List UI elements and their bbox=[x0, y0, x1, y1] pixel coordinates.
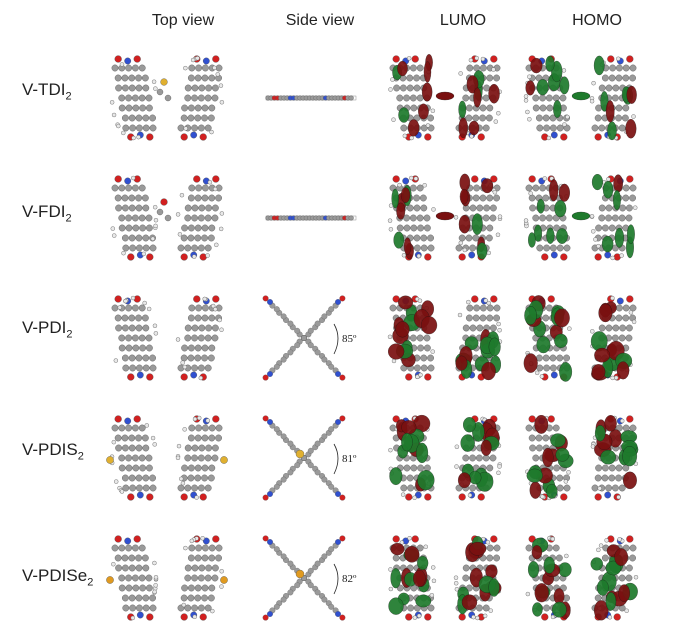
row-label-v-pdi2: V-PDI2 bbox=[22, 318, 73, 341]
side-view-rendering: 85º bbox=[262, 295, 357, 381]
homo-rendering bbox=[523, 295, 637, 382]
molecule-homo-v-fdi2 bbox=[510, 160, 650, 278]
molecule-side-view-v-pdise2: 82º bbox=[238, 520, 378, 638]
homo-rendering bbox=[523, 55, 637, 141]
top-view-rendering bbox=[111, 295, 224, 381]
dihedral-angle-label: 81º bbox=[342, 453, 357, 465]
row-label-v-pdise2: V-PDISe2 bbox=[22, 566, 94, 589]
molecule-lumo-v-tdi2 bbox=[374, 40, 514, 158]
side-view-rendering: 81º bbox=[262, 415, 357, 501]
dihedral-angle-label: 82º bbox=[342, 573, 357, 585]
dihedral-angle-arc bbox=[333, 323, 339, 355]
dihedral-angle-arc bbox=[333, 443, 339, 475]
homo-rendering bbox=[525, 535, 639, 621]
molecule-top-view-v-pdis2 bbox=[96, 400, 236, 518]
molecule-lumo-v-pdis2 bbox=[374, 400, 514, 518]
homo-rendering bbox=[523, 174, 638, 261]
lumo-rendering bbox=[388, 535, 502, 621]
side-view-rendering bbox=[265, 95, 357, 101]
molecule-top-view-v-tdi2 bbox=[96, 40, 236, 158]
row-label-v-tdi2: V-TDI2 bbox=[22, 80, 72, 103]
molecule-side-view-v-tdi2 bbox=[238, 40, 378, 158]
molecule-lumo-v-pdise2 bbox=[374, 520, 514, 638]
molecule-top-view-v-pdise2 bbox=[96, 520, 236, 638]
homo-rendering bbox=[525, 415, 639, 501]
molecule-homo-v-pdise2 bbox=[510, 520, 650, 638]
molecule-side-view-v-pdi2: 85º bbox=[238, 280, 378, 398]
molecule-lumo-v-fdi2 bbox=[374, 160, 514, 278]
header-side-view: Side view bbox=[285, 12, 355, 29]
top-view-rendering bbox=[106, 535, 228, 621]
lumo-rendering bbox=[387, 295, 503, 381]
top-view-rendering bbox=[109, 55, 225, 141]
side-view-rendering: 82º bbox=[262, 535, 357, 621]
dihedral-angle-label: 85º bbox=[342, 333, 357, 345]
molecule-homo-v-pdi2 bbox=[510, 280, 650, 398]
molecule-lumo-v-pdi2 bbox=[374, 280, 514, 398]
header-top-view: Top view bbox=[151, 12, 215, 29]
molecule-homo-v-tdi2 bbox=[510, 40, 650, 158]
lumo-rendering bbox=[388, 414, 502, 501]
molecule-side-view-v-pdis2: 81º bbox=[238, 400, 378, 518]
side-view-rendering bbox=[265, 215, 357, 221]
lumo-rendering bbox=[387, 173, 503, 261]
top-view-rendering bbox=[110, 175, 225, 261]
header-lumo: LUMO bbox=[439, 12, 487, 29]
row-label-v-pdis2: V-PDIS2 bbox=[22, 440, 84, 463]
molecule-homo-v-pdis2 bbox=[510, 400, 650, 518]
row-label-v-fdi2: V-FDI2 bbox=[22, 202, 72, 225]
molecule-top-view-v-pdi2 bbox=[96, 280, 236, 398]
lumo-rendering bbox=[388, 54, 502, 141]
molecule-top-view-v-fdi2 bbox=[96, 160, 236, 278]
header-homo: HOMO bbox=[572, 12, 622, 29]
molecule-side-view-v-fdi2 bbox=[238, 160, 378, 278]
dihedral-angle-arc bbox=[333, 563, 339, 595]
top-view-rendering bbox=[106, 415, 228, 501]
